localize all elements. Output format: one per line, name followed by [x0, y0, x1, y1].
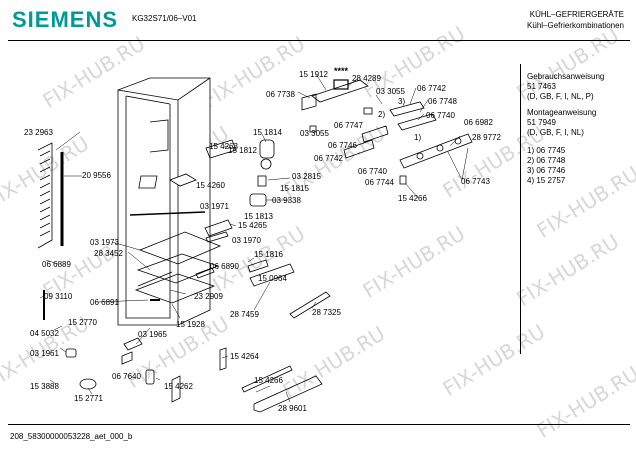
- part-label: 28 3452: [94, 249, 123, 258]
- part-label: 15 4260: [196, 181, 225, 190]
- part-label: 15 4262: [164, 382, 193, 391]
- part-label: 23 2909: [194, 292, 223, 301]
- part-label: 15 1816: [254, 250, 283, 259]
- part-label: 03 1965: [138, 330, 167, 339]
- part-label: 03 9338: [272, 196, 301, 205]
- part-label: 03 1973: [90, 238, 119, 247]
- part-label: 15 4265: [238, 221, 267, 230]
- part-label: 03 1970: [232, 236, 261, 245]
- door-parts: [43, 259, 331, 413]
- variant-item: 4) 15 2757: [527, 176, 566, 185]
- part-label: 06 7640: [112, 372, 141, 381]
- manual-title: Gebrauchsanweisung: [527, 72, 605, 81]
- part-label: 15 1912: [299, 70, 328, 79]
- part-label: 06 7744: [365, 178, 394, 187]
- part-label: 03 1971: [200, 202, 229, 211]
- part-label: 15 1814: [253, 128, 282, 137]
- shelves: [134, 231, 222, 304]
- part-label: 15 4263: [209, 142, 238, 151]
- part-label: 06 7746: [328, 141, 357, 150]
- drawing-code: 208_58300000053228_aet_000_b: [10, 432, 133, 441]
- part-label: 15 4264: [230, 352, 259, 361]
- part-label: 06 6982: [464, 118, 493, 127]
- stars-rating: ****: [334, 66, 349, 76]
- assembly-languages: (D, GB, F, I, NL): [527, 128, 584, 137]
- part-label: 09 3110: [44, 292, 73, 301]
- manual-number: 51 7463: [527, 82, 556, 91]
- model-number: KG32S71/06–V01: [132, 14, 197, 23]
- variant-item: 1) 06 7745: [527, 146, 566, 155]
- part-label: 15 2770: [68, 318, 97, 327]
- part-label: 06 7747: [334, 121, 363, 130]
- part-label: 3): [398, 97, 406, 106]
- part-label: 2): [378, 110, 386, 119]
- part-label: 03 3055: [300, 129, 329, 138]
- leader-lines: [39, 73, 469, 403]
- part-label: 28 7325: [312, 308, 341, 317]
- part-label: 03 2815: [292, 172, 321, 181]
- part-label: 06 7742: [417, 84, 446, 93]
- part-label: 06 6890: [210, 262, 239, 271]
- part-label: 06 6889: [42, 260, 71, 269]
- part-label: 03 1961: [30, 349, 59, 358]
- part-label: 06 7748: [428, 97, 457, 106]
- part-label: 15 0964: [258, 274, 287, 283]
- part-label: 15 3888: [30, 382, 59, 391]
- part-label: 28 7459: [230, 310, 259, 319]
- condenser: [37, 142, 64, 249]
- assembly-number: 51 7949: [527, 118, 556, 127]
- part-label: 06 7742: [314, 154, 343, 163]
- part-label: 15 2771: [74, 394, 103, 403]
- footer-divider: [8, 424, 630, 425]
- part-label: 04 5032: [30, 329, 59, 338]
- part-label: 06 7740: [426, 111, 455, 120]
- part-label: 06 7738: [266, 90, 295, 99]
- part-label: 28 4289: [352, 74, 381, 83]
- category-subtitle: Kühl–Gefrierkombinationen: [527, 21, 624, 30]
- part-label: 15 4266: [254, 376, 283, 385]
- header-divider: [8, 40, 630, 41]
- manual-languages: (D, GB, F, I, NL, P): [527, 92, 594, 101]
- part-label: 28 9772: [472, 133, 501, 142]
- part-label: 15 4266: [398, 194, 427, 203]
- part-label: 03 3055: [376, 87, 405, 96]
- part-label: 15 1928: [176, 320, 205, 329]
- category-title: KÜHL–GEFRIERGERÄTE: [529, 10, 624, 19]
- part-label: 06 7743: [461, 177, 490, 186]
- cabinet-body: [117, 77, 211, 326]
- part-label: 23 2963: [24, 128, 53, 137]
- side-panel-divider: [520, 64, 521, 354]
- variant-item: 2) 06 7748: [527, 156, 566, 165]
- part-label: 06 7740: [358, 167, 387, 176]
- variant-item: 3) 06 7746: [527, 166, 566, 175]
- part-label: 15 1815: [280, 184, 309, 193]
- part-label: 06 6891: [90, 298, 119, 307]
- part-label: 15 1813: [244, 212, 273, 221]
- brand-logo: SIEMENS: [12, 7, 119, 32]
- part-label: 15 1812: [228, 146, 257, 155]
- part-label: 20 9556: [82, 171, 111, 180]
- part-label: 28 9601: [278, 404, 307, 413]
- part-label: 1): [414, 133, 422, 142]
- assembly-title: Montageanweisung: [527, 108, 597, 117]
